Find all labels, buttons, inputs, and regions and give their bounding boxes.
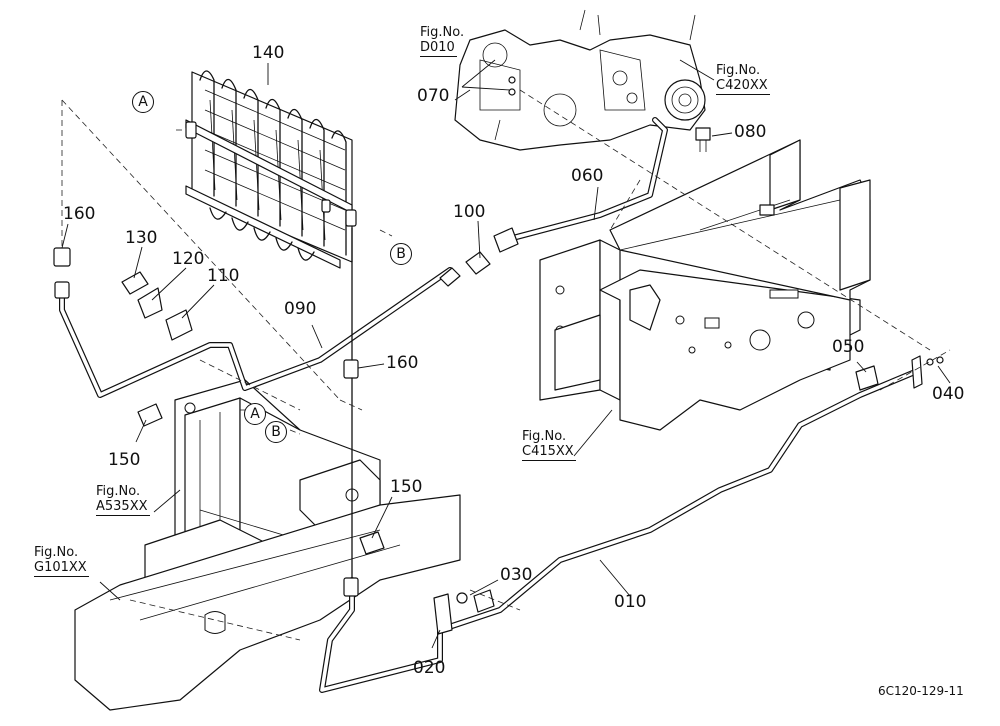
fig-ref-g101-number: G101XX: [34, 559, 89, 577]
reference-lines: [61, 89, 951, 611]
engine-assembly: [454, 9, 706, 151]
label-070: 070: [417, 86, 450, 106]
label-160-left: 160: [63, 204, 96, 224]
fig-ref-g101: Fig.No. G101XX: [34, 545, 89, 577]
label-120: 120: [172, 249, 205, 269]
callout-b-mid: B: [265, 421, 287, 443]
label-110: 110: [207, 266, 240, 286]
fig-ref-d010-number: D010: [420, 39, 457, 57]
fig-ref-c420: Fig.No. C420XX: [716, 63, 770, 95]
fig-ref-c420-number: C420XX: [716, 77, 770, 95]
label-030: 030: [500, 565, 533, 585]
drawing-code: 6C120-129-11: [878, 684, 964, 698]
oil-cooler-140: [185, 70, 357, 269]
fig-ref-c415-number: C415XX: [522, 443, 576, 461]
callout-a-mid: A: [244, 403, 266, 425]
label-010: 010: [614, 592, 647, 612]
fig-ref-c415: Fig.No. C415XX: [522, 429, 576, 461]
label-150-left: 150: [108, 450, 141, 470]
fig-ref-d010-prefix: Fig.No.: [420, 25, 465, 40]
label-060: 060: [571, 166, 604, 186]
label-160-right: 160: [386, 353, 419, 373]
plug-080: [695, 127, 711, 141]
fig-ref-g101-prefix: Fig.No.: [34, 545, 79, 560]
label-100: 100: [453, 202, 486, 222]
callout-b-top: B: [390, 243, 412, 265]
label-080: 080: [734, 122, 767, 142]
fig-ref-a535-number: A535XX: [96, 498, 150, 516]
fittings: [53, 227, 944, 635]
frame-c415: [539, 139, 871, 431]
fig-ref-d010: Fig.No. D010: [420, 25, 465, 57]
callout-a-top: A: [132, 91, 154, 113]
label-130: 130: [125, 228, 158, 248]
label-040: 040: [932, 384, 965, 404]
label-020: 020: [413, 658, 446, 678]
label-150-right: 150: [390, 477, 423, 497]
fig-ref-a535: Fig.No. A535XX: [96, 484, 150, 516]
label-050: 050: [832, 337, 865, 357]
fig-ref-a535-prefix: Fig.No.: [96, 484, 141, 499]
label-090: 090: [284, 299, 317, 319]
leader-lines: [61, 59, 951, 649]
fig-ref-c415-prefix: Fig.No.: [522, 429, 567, 444]
label-140: 140: [252, 43, 285, 63]
fig-ref-c420-prefix: Fig.No.: [716, 63, 761, 78]
